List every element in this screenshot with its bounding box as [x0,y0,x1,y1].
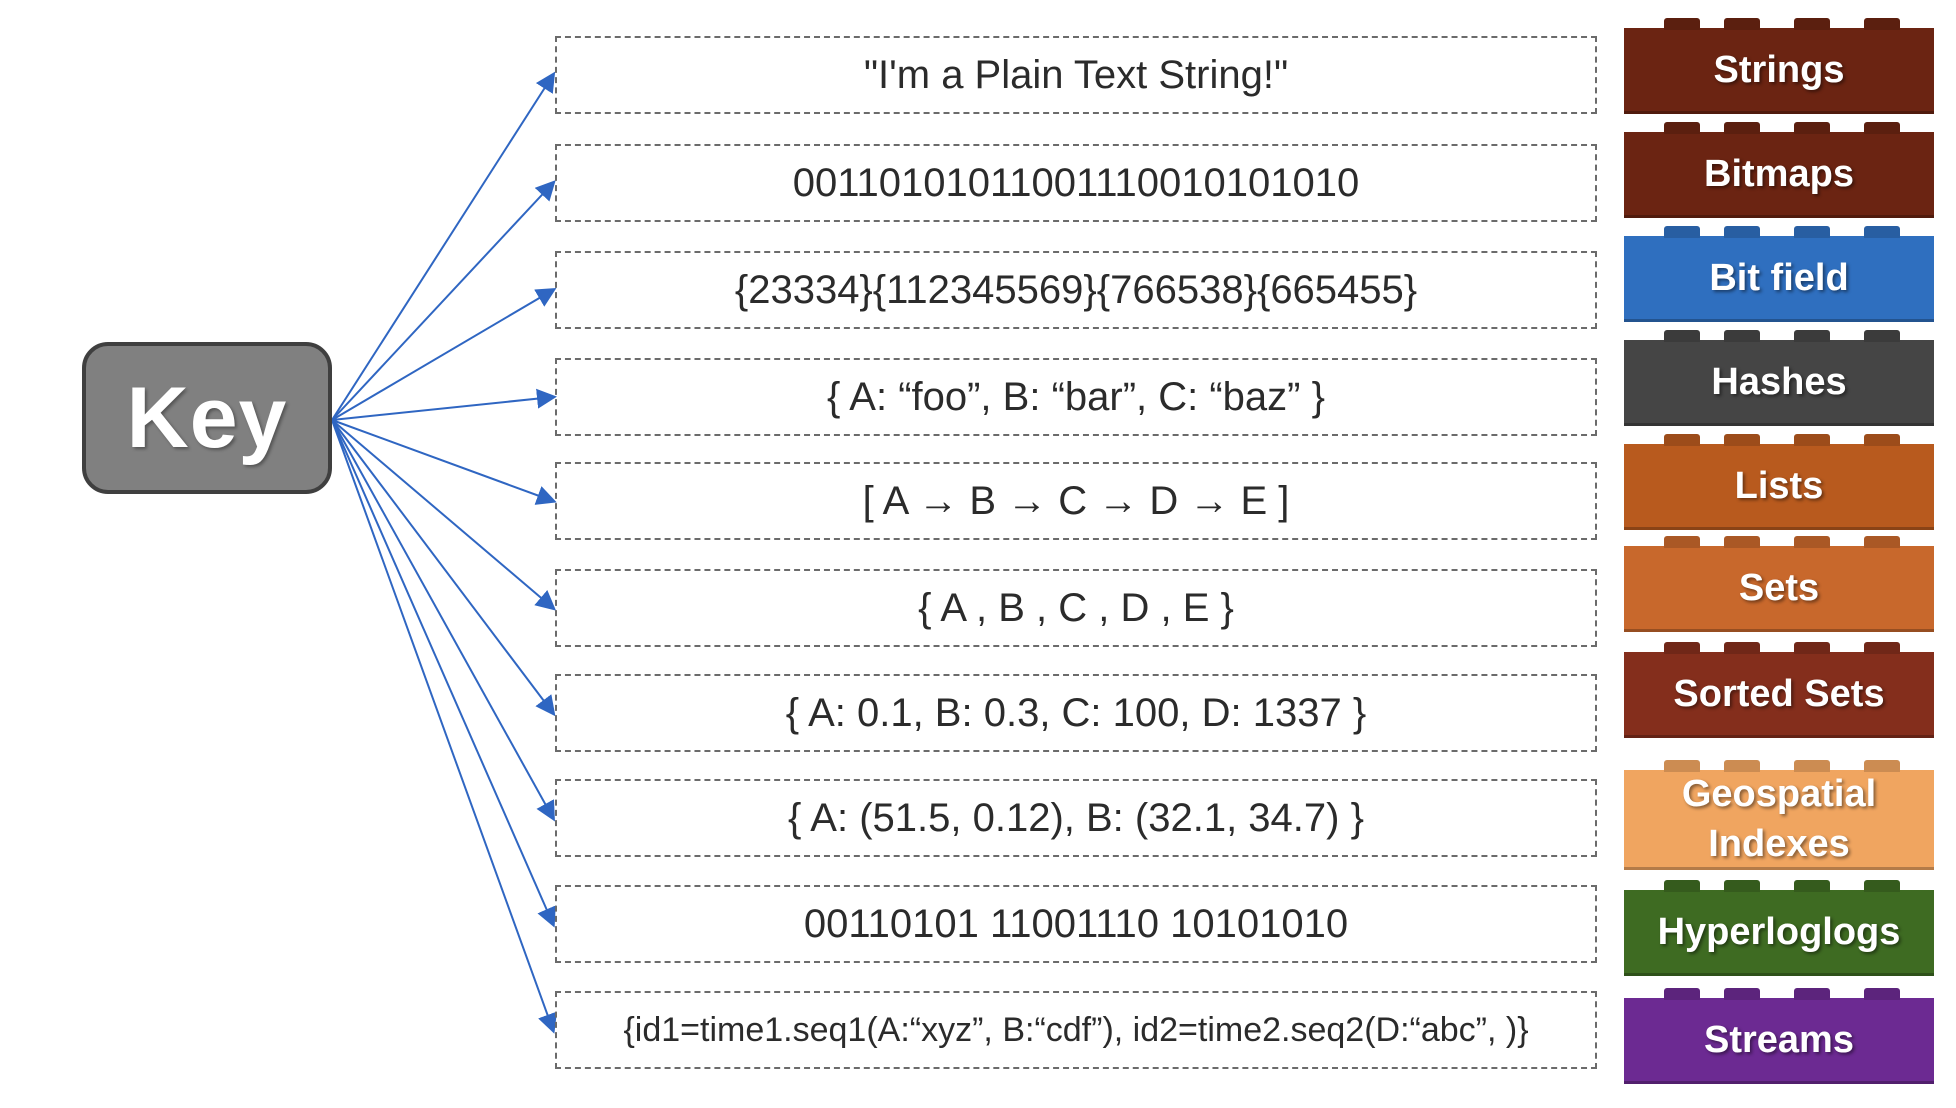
arrow-to-row-8 [331,419,555,822]
lego-stud [1794,122,1830,134]
lego-stud [1794,330,1830,342]
value-bitfield: {23334}{112345569}{766538}{665455} [555,251,1597,329]
type-block-hyperloglogs: Hyperloglogs [1624,880,1934,976]
type-label-lists: Lists [1734,464,1824,507]
arrow-to-row-9 [331,419,556,928]
arrow-to-row-4 [331,388,557,421]
lego-stud [1724,536,1760,548]
arrow-to-row-1 [331,71,556,421]
arrow-to-row-3 [331,287,557,421]
type-label-hyperloglogs: Hyperloglogs [1657,910,1901,953]
lego-stud [1864,988,1900,1000]
type-label-line: Indexes [1708,822,1850,865]
value-hyperloglog: 00110101 11001110 10101010 [555,885,1597,963]
value-list-example: [ A → B → C → D → E ] [555,462,1597,540]
lego-stud [1664,226,1700,238]
lego-stud [1724,988,1760,1000]
lego-stud [1724,226,1760,238]
lego-stud [1864,880,1900,892]
type-label-hashes: Hashes [1711,360,1847,403]
arrow-to-row-2 [331,180,556,421]
lego-stud [1724,18,1760,30]
type-block-sets: Sets [1624,536,1934,632]
lego-stud [1864,122,1900,134]
lego-stud [1864,330,1900,342]
value-set: { A , B , C , D , E } [555,569,1597,647]
lego-stud [1794,18,1830,30]
arrow-to-row-5 [331,419,557,505]
lego-stud [1664,760,1700,772]
lego-stud [1664,988,1700,1000]
arrow-to-row-10 [331,419,557,1034]
type-block-bitmaps: Bitmaps [1624,122,1934,218]
type-block-sorted-sets: Sorted Sets [1624,642,1934,738]
lego-stud [1794,988,1830,1000]
value-bitmap: 00110101011001110010101010 [555,144,1597,222]
type-block-lists: Lists [1624,434,1934,530]
type-block-bit-field: Bit field [1624,226,1934,322]
key-label: Key [126,369,288,466]
type-label-sets: Sets [1738,566,1820,609]
value-string: "I'm a Plain Text String!" [555,36,1597,114]
lego-stud [1794,880,1830,892]
type-label-strings: Strings [1713,48,1845,91]
value-hash: { A: “foo”, B: “bar”, C: “baz” } [555,358,1597,436]
lego-stud [1794,226,1830,238]
lego-stud [1794,536,1830,548]
lego-stud [1864,536,1900,548]
lego-stud [1794,642,1830,654]
lego-stud [1724,434,1760,446]
type-label-sorted-sets: Sorted Sets [1673,672,1885,715]
lego-stud [1724,642,1760,654]
lego-stud [1664,122,1700,134]
lego-stud [1664,536,1700,548]
type-block-strings: Strings [1624,18,1934,114]
value-stream: {id1=time1.seq1(A:“xyz”, B:“cdf”), id2=t… [555,991,1597,1069]
lego-stud [1664,880,1700,892]
type-label-bitmaps: Bitmaps [1704,152,1854,195]
lego-stud [1864,18,1900,30]
lego-stud [1724,330,1760,342]
lego-stud [1664,18,1700,30]
lego-stud [1664,330,1700,342]
arrow-to-row-6 [331,419,557,611]
lego-stud [1794,434,1830,446]
type-block-hashes: Hashes [1624,330,1934,426]
lego-stud [1864,760,1900,772]
value-geospatial: { A: (51.5, 0.12), B: (32.1, 34.7) } [555,779,1597,857]
lego-stud [1794,760,1830,772]
type-block-streams: Streams [1624,988,1934,1084]
lego-stud [1664,434,1700,446]
arrow-to-row-7 [331,419,556,717]
lego-stud [1724,880,1760,892]
type-label-bit-field: Bit field [1709,256,1849,299]
type-label-line: Geospatial [1681,772,1877,815]
lego-stud [1664,642,1700,654]
lego-stud [1864,226,1900,238]
lego-stud [1724,760,1760,772]
key-box: Key [82,342,332,494]
lego-stud [1864,642,1900,654]
type-label-streams: Streams [1704,1018,1854,1061]
value-sorted-set: { A: 0.1, B: 0.3, C: 100, D: 1337 } [555,674,1597,752]
lego-stud [1864,434,1900,446]
lego-stud [1724,122,1760,134]
